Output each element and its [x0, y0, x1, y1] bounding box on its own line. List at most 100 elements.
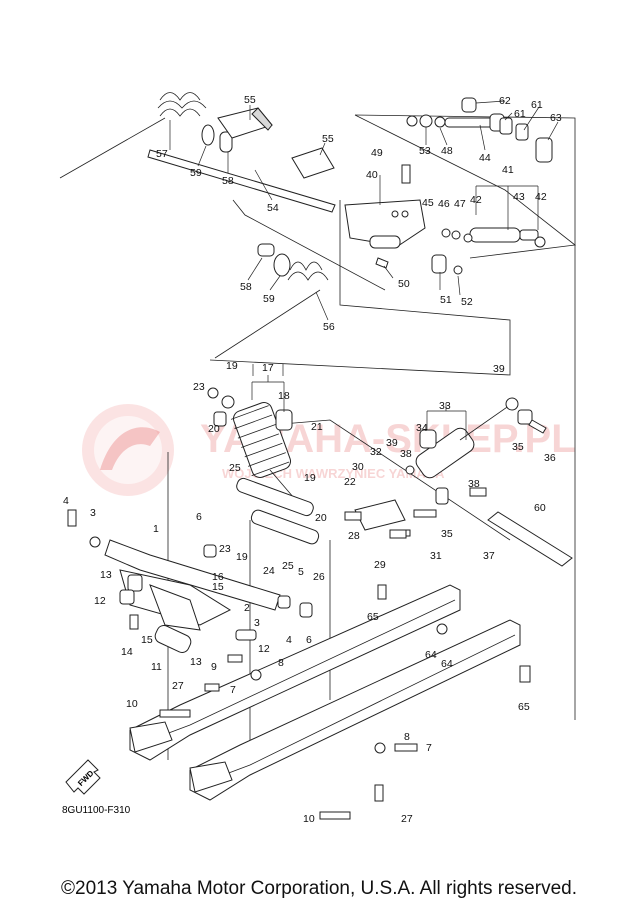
callout-30: 30 — [352, 461, 364, 473]
callout-45: 45 — [422, 197, 434, 209]
callout-6b: 6 — [306, 634, 312, 646]
callout-27b: 27 — [401, 813, 413, 825]
callout-44: 44 — [479, 152, 491, 164]
callout-56: 56 — [323, 321, 335, 333]
callout-52: 52 — [461, 296, 473, 308]
upper-shock-41 — [469, 227, 546, 248]
callout-39b: 39 — [386, 437, 398, 449]
front-shock-33 — [405, 397, 547, 505]
callout-51: 51 — [440, 294, 452, 306]
callout-23b: 23 — [219, 543, 231, 555]
callout-42b: 42 — [535, 191, 547, 203]
callout-65: 65 — [367, 611, 379, 623]
callout-3b: 3 — [254, 617, 260, 629]
callout-55: 55 — [244, 94, 256, 106]
callout-61: 61 — [531, 99, 543, 111]
slide-rail-right — [189, 619, 521, 801]
callout-38b: 38 — [468, 478, 480, 490]
callout-15b: 15 — [141, 634, 153, 646]
callout-42: 42 — [470, 194, 482, 206]
callout-59b: 59 — [263, 293, 275, 305]
callout-7: 7 — [230, 684, 236, 696]
callout-35: 35 — [512, 441, 524, 453]
callout-65b: 65 — [518, 701, 530, 713]
callout-20: 20 — [208, 423, 220, 435]
callout-62: 62 — [499, 95, 511, 107]
callout-35b: 35 — [441, 528, 453, 540]
callout-12b: 12 — [258, 643, 270, 655]
upper-rear-arm-assembly — [59, 92, 553, 359]
callout-14: 14 — [121, 646, 133, 658]
callout-10b: 10 — [303, 813, 315, 825]
callout-54: 54 — [267, 202, 279, 214]
callout-48: 48 — [441, 145, 453, 157]
callout-59: 59 — [190, 167, 202, 179]
callout-28: 28 — [348, 530, 360, 542]
callout-64b: 64 — [441, 658, 453, 670]
bracket-40 — [344, 199, 426, 249]
callout-61b: 61 — [514, 108, 526, 120]
callout-25b: 25 — [282, 560, 294, 572]
callout-10: 10 — [126, 698, 138, 710]
callout-58: 58 — [222, 175, 234, 187]
callout-41: 41 — [502, 164, 514, 176]
callout-38: 38 — [400, 448, 412, 460]
slide-rail-left — [129, 584, 461, 761]
callout-11: 11 — [151, 661, 162, 673]
callout-53: 53 — [419, 145, 431, 157]
callout-5: 5 — [298, 566, 304, 578]
callout-60: 60 — [534, 502, 546, 514]
torsion-spring-56 — [214, 261, 329, 359]
callout-46: 46 — [438, 198, 450, 210]
callout-12: 12 — [94, 595, 106, 607]
callout-9: 9 — [211, 661, 217, 673]
callout-3: 3 — [90, 507, 96, 519]
part-code: 8GU1100-F310 — [62, 805, 131, 816]
callout-6: 6 — [196, 511, 202, 523]
callout-7b: 7 — [426, 742, 432, 754]
callout-23: 23 — [193, 381, 205, 393]
rear-shock-17 — [207, 387, 301, 506]
shaft-60 — [487, 511, 573, 567]
callout-33: 33 — [439, 400, 451, 412]
torsion-spring-57 — [59, 92, 207, 179]
callout-47: 47 — [454, 198, 466, 210]
callout-64: 64 — [425, 649, 437, 661]
callout-58b: 58 — [240, 281, 252, 293]
leader-lines — [169, 100, 559, 440]
callout-39: 39 — [493, 363, 505, 375]
callout-37: 37 — [483, 550, 495, 562]
callout-24: 24 — [263, 565, 275, 577]
shaft-54 — [147, 149, 336, 213]
callout-40: 40 — [366, 169, 378, 181]
callout-22: 22 — [344, 476, 356, 488]
callout-43: 43 — [513, 191, 525, 203]
callout-21: 21 — [311, 421, 323, 433]
callout-19b: 19 — [304, 472, 316, 484]
front-arm-assembly — [89, 477, 411, 653]
copyright-text: ©2013 Yamaha Motor Corporation, U.S.A. A… — [61, 878, 577, 899]
callout-16: 16 — [212, 571, 224, 583]
callout-63: 63 — [550, 112, 562, 124]
callout-4: 4 — [63, 495, 69, 507]
callout-36: 36 — [544, 452, 556, 464]
callout-27: 27 — [172, 680, 184, 692]
callout-2: 2 — [244, 602, 250, 614]
callout-49: 49 — [371, 147, 383, 159]
collar-55a — [217, 107, 273, 139]
callout-18: 18 — [278, 390, 290, 402]
callout-1: 1 — [153, 523, 159, 535]
callout-20b: 20 — [315, 512, 327, 524]
callout-4b: 4 — [286, 634, 292, 646]
callout-26: 26 — [313, 571, 325, 583]
callout-29: 29 — [374, 559, 386, 571]
callout-13b: 13 — [190, 656, 202, 668]
collar-55b — [291, 147, 335, 179]
callout-55b: 55 — [322, 133, 334, 145]
bolts — [67, 487, 531, 820]
callout-34: 34 — [416, 422, 428, 434]
callout-19: 19 — [226, 360, 238, 372]
callout-32: 32 — [370, 446, 382, 458]
callout-19c: 19 — [236, 551, 248, 563]
